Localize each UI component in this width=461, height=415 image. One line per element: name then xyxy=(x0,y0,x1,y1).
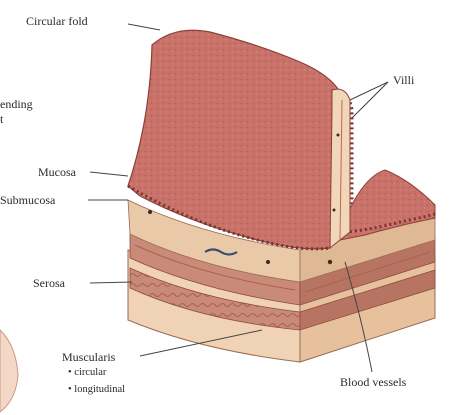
circular-fold-label: Circular fold xyxy=(26,14,88,29)
partial-label-2: t xyxy=(0,112,3,127)
partial-label-1: ending xyxy=(0,97,33,112)
villi-leader-1 xyxy=(350,82,388,100)
circular-fold-leader xyxy=(128,24,160,30)
adjacent-organ-fragment xyxy=(0,330,18,412)
mucosa-label: Mucosa xyxy=(38,165,76,180)
submucosa-label: Submucosa xyxy=(0,193,55,208)
villus-cross-section xyxy=(330,89,350,248)
villi-leader-2 xyxy=(352,82,388,118)
mucosa-leader xyxy=(90,172,128,176)
villi-label: Villi xyxy=(393,73,414,88)
muscularis-label: Muscularis xyxy=(62,350,115,365)
muscularis-circular-label: • circular xyxy=(68,367,106,378)
blood-vessels-label: Blood vessels xyxy=(340,375,406,390)
muscularis-longitudinal-label: • longitudinal xyxy=(68,384,125,395)
serosa-leader xyxy=(90,282,132,283)
serosa-label: Serosa xyxy=(33,276,65,291)
